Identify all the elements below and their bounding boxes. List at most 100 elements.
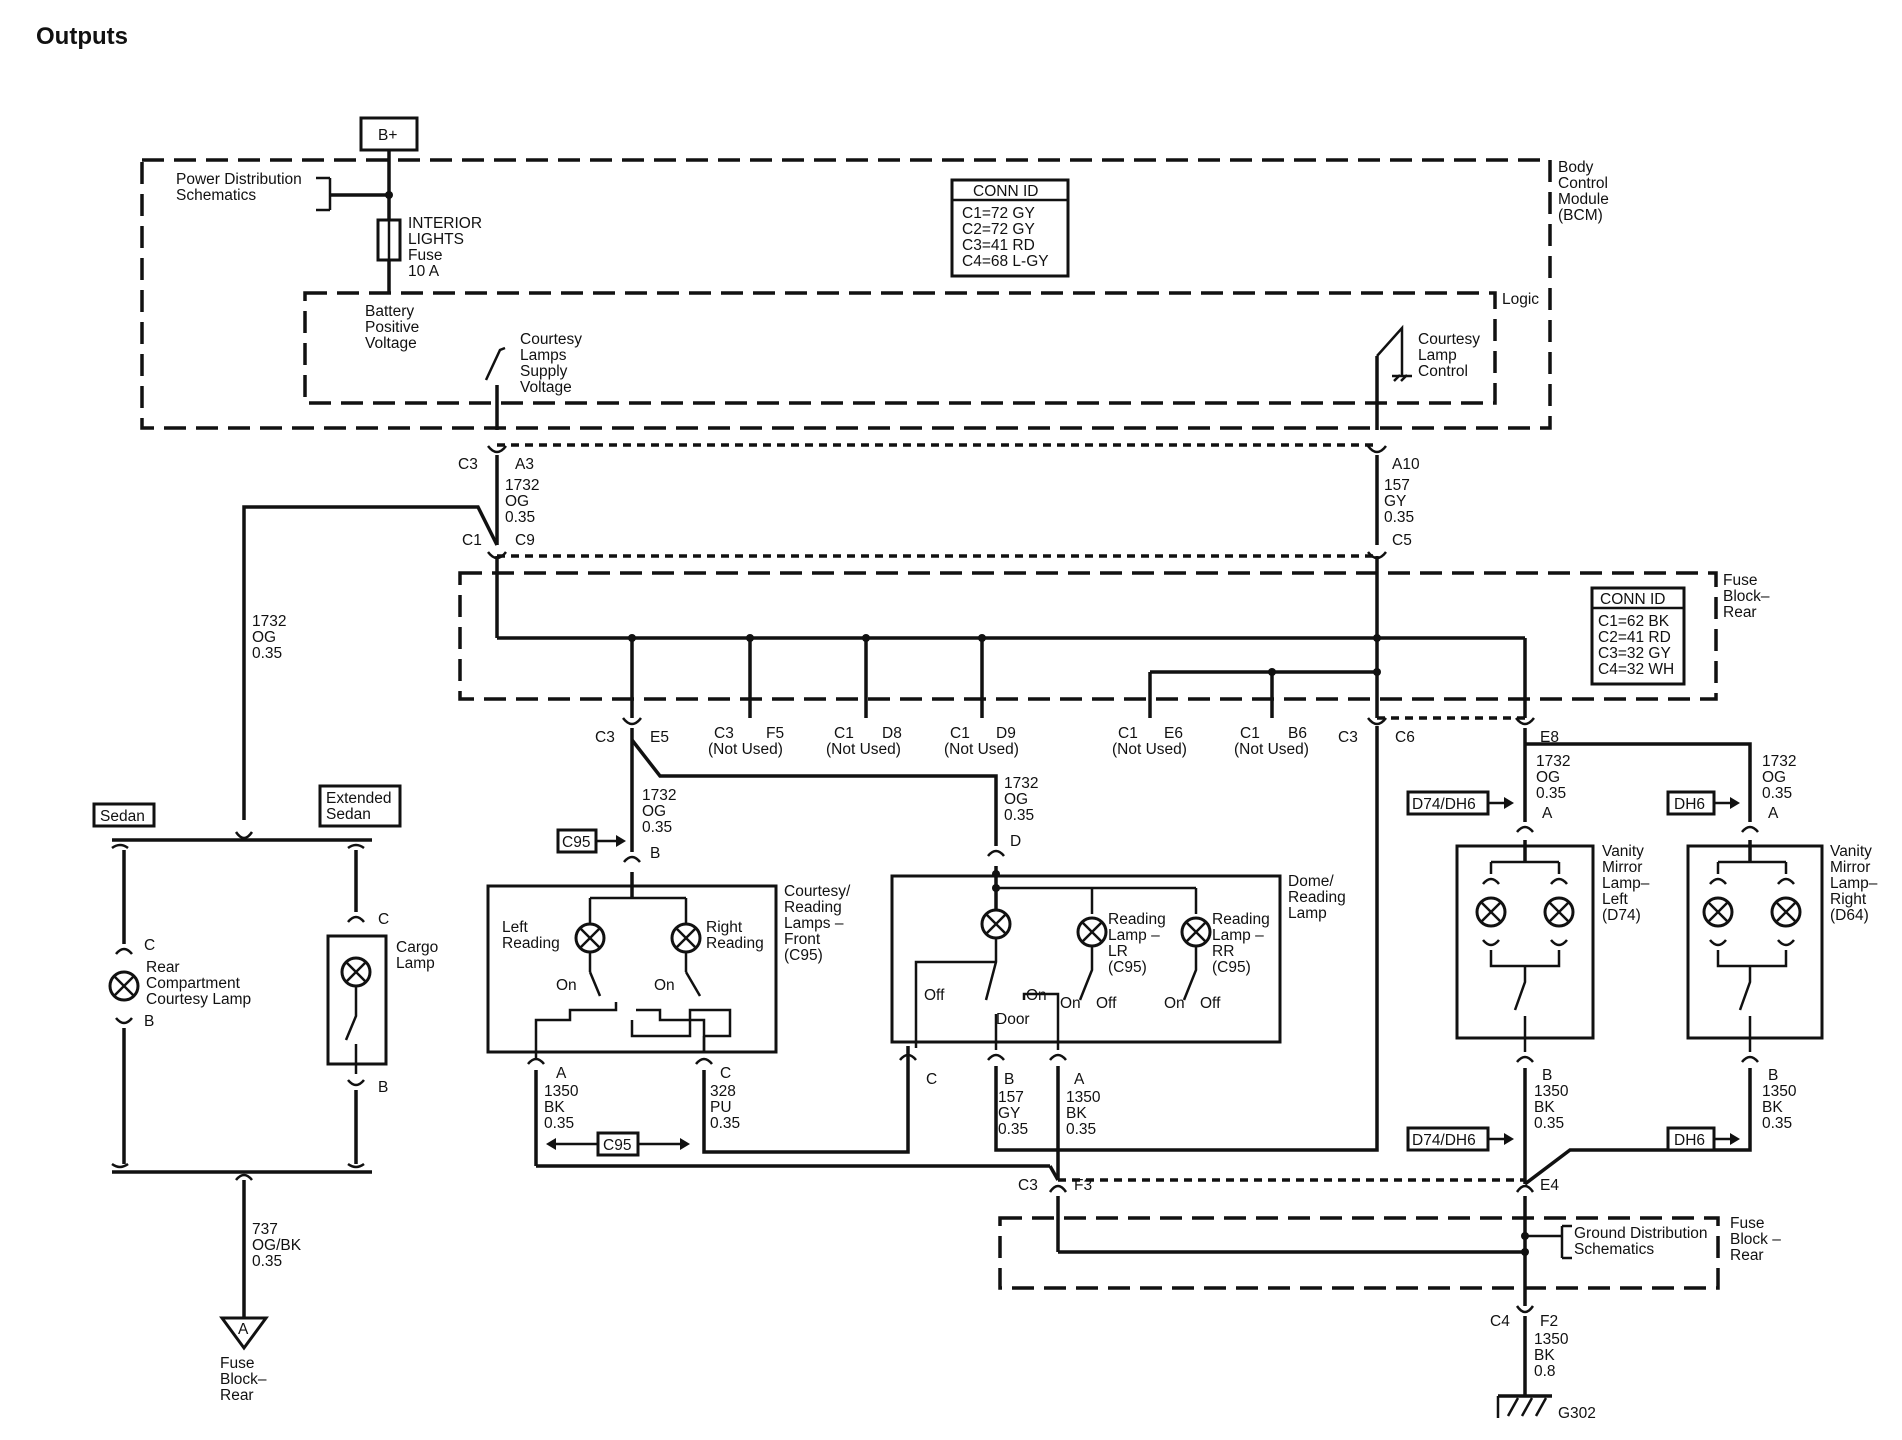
power-source: B+ bbox=[359, 116, 419, 152]
f5-label: F5 bbox=[766, 725, 784, 742]
pin-b-cargo: B bbox=[378, 1079, 388, 1096]
fuse-block-conn-id-table: CONN ID C1=62 BK C2=41 RD C3=32 GY C4=32… bbox=[1590, 586, 1686, 686]
not-used-d9: (Not Used) bbox=[944, 741, 1019, 758]
connector-row-fuseblock bbox=[487, 551, 1387, 560]
c3-a3-label: C3 bbox=[458, 456, 478, 473]
pin-b-dome: B bbox=[1004, 1071, 1014, 1088]
off-rr: Off bbox=[1200, 995, 1221, 1012]
pin-a-dome: A bbox=[1074, 1071, 1085, 1088]
svg-text:C1=72 GY: C1=72 GY bbox=[962, 205, 1035, 222]
c5-label: C5 bbox=[1392, 532, 1412, 549]
svg-text:C3=32 GY: C3=32 GY bbox=[1598, 645, 1671, 662]
dome-lamp-outputs bbox=[899, 726, 1379, 1180]
vanity-right-module bbox=[1686, 825, 1824, 1052]
c1-d8-label: C1 bbox=[834, 725, 854, 742]
svg-text:C4=68 L-GY: C4=68 L-GY bbox=[962, 253, 1049, 270]
connector-row-upper bbox=[487, 443, 1387, 545]
dome-lamp-module bbox=[890, 849, 1282, 1050]
svg-text:C95: C95 bbox=[603, 1137, 631, 1154]
front-lamp-feed bbox=[630, 728, 998, 852]
e8-label: E8 bbox=[1540, 729, 1559, 746]
not-used-e6: (Not Used) bbox=[1112, 741, 1187, 758]
fuse-block-rear bbox=[458, 571, 1718, 701]
cargo-lamp bbox=[326, 850, 388, 1164]
pin-b-vanity-left: B bbox=[1542, 1067, 1552, 1084]
c3-c6-label: C3 bbox=[1338, 729, 1358, 746]
c9-label: C9 bbox=[515, 532, 535, 549]
off-dome: Off bbox=[924, 987, 945, 1004]
d74-dh6-option-top: D74/DH6 bbox=[1406, 790, 1514, 816]
on-lr: On bbox=[1060, 995, 1081, 1012]
ground-connectors bbox=[1048, 1165, 1535, 1193]
e5-label: E5 bbox=[650, 729, 669, 746]
c3-f5-label: C3 bbox=[714, 725, 734, 742]
svg-text:C3=41 RD: C3=41 RD bbox=[962, 237, 1035, 254]
pin-c-cargo: C bbox=[378, 911, 389, 928]
pin-c-front: C bbox=[720, 1065, 731, 1082]
pin-c-dome: C bbox=[926, 1071, 937, 1088]
pin-b-rear: B bbox=[144, 1013, 154, 1030]
front-lamps-module bbox=[486, 855, 778, 1060]
rear-compartment-lamp bbox=[108, 850, 140, 1164]
c3-f3-label: C3 bbox=[1018, 1177, 1038, 1194]
sedan-bus bbox=[111, 831, 372, 1351]
c4-label: C4 bbox=[1490, 1313, 1510, 1330]
svg-text:D74/DH6: D74/DH6 bbox=[1412, 1132, 1476, 1149]
c1-b6-label: C1 bbox=[1240, 725, 1260, 742]
ground-a-label: A bbox=[238, 1321, 249, 1338]
on-rr: On bbox=[1164, 995, 1185, 1012]
not-used-d8: (Not Used) bbox=[826, 741, 901, 758]
front-lamps-outputs bbox=[527, 1046, 1050, 1168]
on-right-front: On bbox=[654, 977, 675, 994]
ground-g302 bbox=[1496, 1305, 1552, 1418]
b6-label: B6 bbox=[1288, 725, 1307, 742]
page-title: Outputs bbox=[36, 23, 128, 50]
vanity-left-module bbox=[1455, 825, 1595, 1052]
f2-label: F2 bbox=[1540, 1313, 1558, 1330]
c95-option-front: C95 bbox=[556, 828, 626, 854]
fuse-block-out-connectors bbox=[622, 716, 1535, 726]
d8-label: D8 bbox=[882, 725, 902, 742]
off-lr: Off bbox=[1096, 995, 1117, 1012]
g302-label: G302 bbox=[1558, 1405, 1596, 1422]
c6-label: C6 bbox=[1395, 729, 1415, 746]
svg-text:C4=32 WH: C4=32 WH bbox=[1598, 661, 1674, 678]
svg-text:C2=41 RD: C2=41 RD bbox=[1598, 629, 1671, 646]
logic-label: Logic bbox=[1502, 291, 1539, 308]
door-dome: Door bbox=[996, 1011, 1030, 1028]
courtesy-control-driver bbox=[1375, 324, 1412, 430]
bcm-conn-id-table: CONN ID C1=72 GY C2=72 GY C3=41 RD C4=68… bbox=[950, 178, 1070, 278]
pin-b-front: B bbox=[650, 845, 660, 862]
on-dome: On bbox=[1026, 987, 1047, 1004]
svg-text:DH6: DH6 bbox=[1674, 1132, 1705, 1149]
pin-c-rear: C bbox=[144, 937, 155, 954]
